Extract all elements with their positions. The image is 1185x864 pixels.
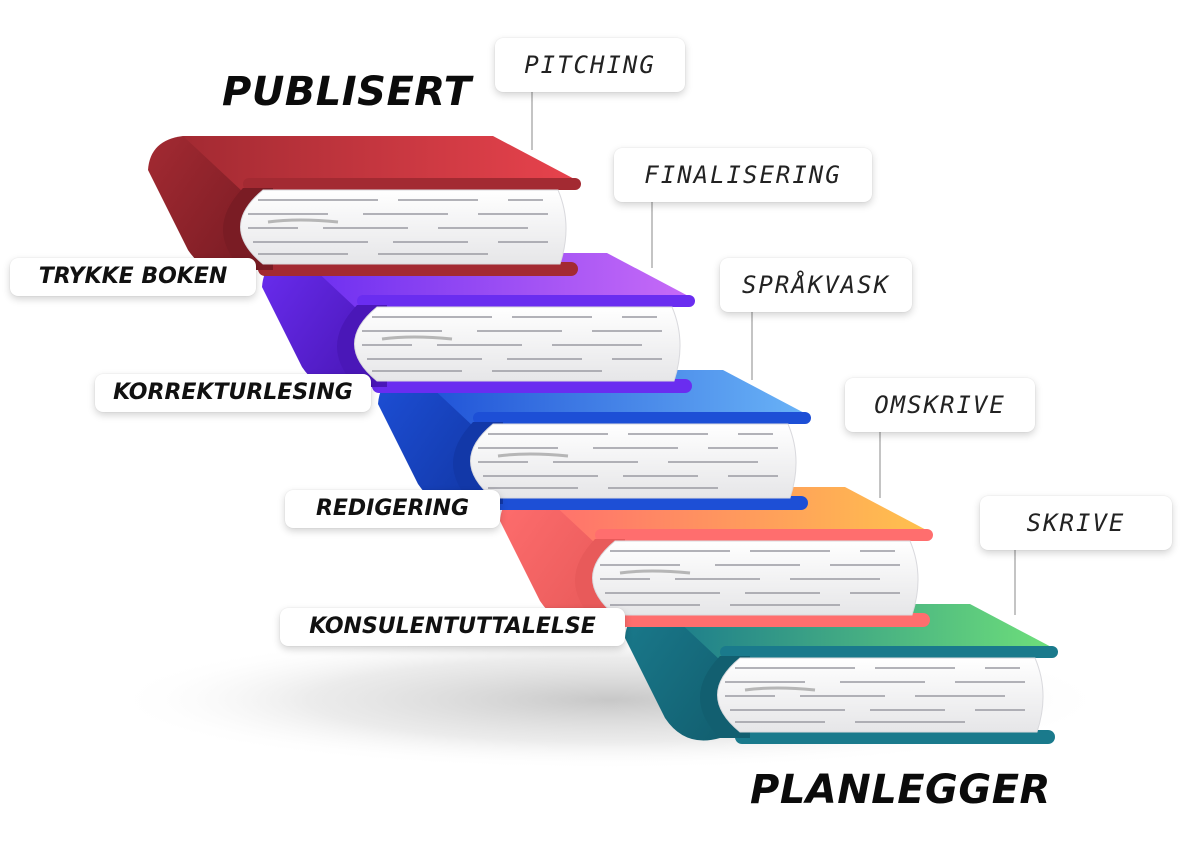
book-red [148, 136, 581, 276]
book-pages [354, 306, 681, 382]
book-pages [592, 540, 919, 616]
book-spine [625, 604, 720, 741]
book-cover-edge [720, 646, 1058, 658]
book-blue [378, 370, 811, 510]
book-cover-edge [473, 412, 811, 424]
label-writing: SKRIVE [980, 496, 1172, 550]
book-spine [378, 370, 473, 507]
label-pitching: PITCHING [495, 38, 685, 92]
book-pages [240, 189, 567, 265]
book-spine [148, 136, 243, 273]
book-bottom-cover [735, 730, 1055, 744]
label-finalizing: FINALISERING [614, 148, 872, 202]
book-orange [500, 487, 933, 627]
label-print-book: TRYKKE BOKEN [10, 258, 256, 296]
book-pages [470, 423, 797, 499]
book-cover-edge [595, 529, 933, 541]
book-bottom-cover [610, 613, 930, 627]
book-bottom-cover [488, 496, 808, 510]
page-shadow [497, 452, 569, 458]
title-planning: PLANLEGGER [750, 767, 1051, 813]
book-pages [717, 657, 1044, 733]
label-editing: REDIGERING [285, 490, 500, 528]
page-shadow [381, 335, 453, 341]
label-consultant-statement: KONSULENTUTTALELSE [280, 608, 625, 646]
book-green [625, 604, 1058, 744]
label-language-wash: SPRÅKVASK [720, 258, 912, 312]
label-rewriting: OMSKRIVE [845, 378, 1035, 432]
title-published: PUBLISERT [222, 69, 472, 115]
book-spine [500, 487, 595, 624]
book-bottom-cover [372, 379, 692, 393]
page-shadow [267, 218, 339, 224]
book-spine [262, 253, 357, 390]
book-cover-edge [357, 295, 695, 307]
page-shadow [744, 686, 816, 692]
page-shadow [619, 569, 691, 575]
book-cover-edge [243, 178, 581, 190]
book-purple [262, 253, 695, 393]
label-proofreading: KORREKTURLESING [95, 374, 371, 412]
book-bottom-cover [258, 262, 578, 276]
